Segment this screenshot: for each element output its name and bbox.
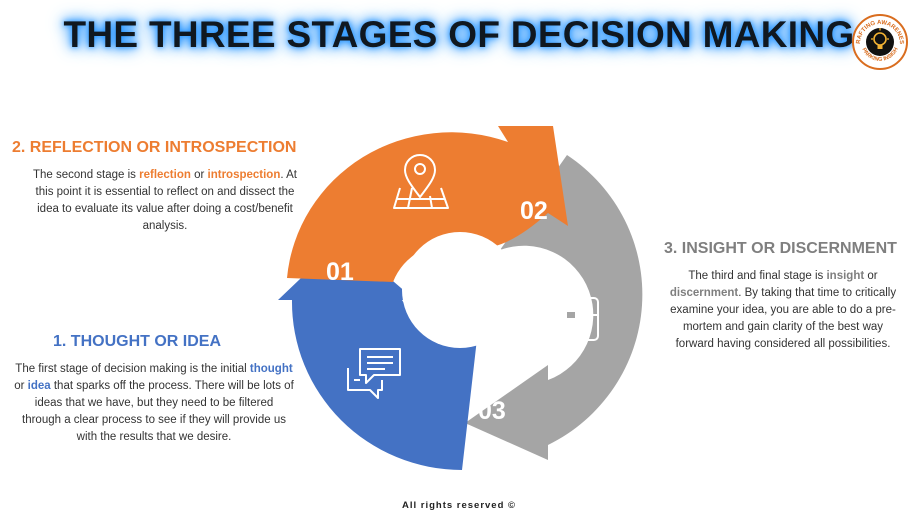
stage-3-heading: 3. INSIGHT OR DISCERNMENT [664, 240, 897, 257]
description-text: or [864, 270, 878, 282]
map-pin-icon [393, 154, 449, 209]
description-text: The first stage of decision making is th… [15, 363, 250, 375]
highlight-term: insight [826, 270, 865, 282]
highlight-term: thought [249, 363, 293, 375]
highlight-term: idea [27, 380, 51, 392]
briefcase-icon [544, 289, 599, 341]
stage-1-arrow [278, 238, 478, 470]
chat-bubbles-icon [347, 348, 401, 399]
description-text: or [14, 380, 28, 392]
stage-2-description: The second stage is reflection or intros… [30, 167, 300, 235]
description-text: The third and final stage is [688, 270, 827, 282]
description-text: . By taking that time to critically exam… [670, 287, 897, 350]
highlight-term: discernment [669, 287, 739, 299]
stage-2-arrow [287, 126, 568, 282]
stage-1-heading: 1. THOUGHT OR IDEA [53, 333, 222, 350]
stage-2-number: 02 [520, 197, 548, 225]
stage-3-arrow [465, 155, 643, 460]
description-text: . At this point it is essential to refle… [35, 169, 297, 232]
page-title: THE THREE STAGES OF DECISION MAKING [63, 14, 855, 55]
stage-3-number: 03 [478, 397, 506, 425]
lightbulb-icon [871, 28, 889, 49]
description-text: The second stage is [33, 169, 140, 181]
stage-3-description: The third and final stage is insight or … [663, 268, 903, 353]
footer-rights: All rights reserved © [401, 500, 517, 511]
stage-1-number: 01 [326, 258, 354, 286]
stage-1-description: The first stage of decision making is th… [14, 361, 294, 446]
cycle-diagram: 02 01 03 [278, 126, 643, 470]
stage-2-heading: 2. REFLECTION OR INTROSPECTION [12, 139, 297, 156]
description-text: that sparks off the process. There will … [22, 380, 294, 443]
highlight-term: reflection [139, 169, 191, 181]
description-text: or [190, 169, 208, 181]
highlight-term: introspection [207, 169, 281, 181]
